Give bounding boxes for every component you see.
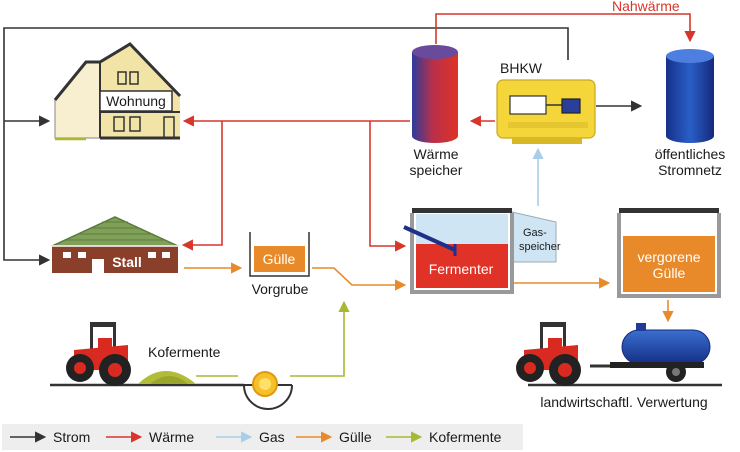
legend-label-gas: Gas — [259, 429, 285, 445]
legend-gas: Gas — [216, 429, 285, 445]
legend: Strom Wärme Gas Gülle Kofermente — [2, 424, 523, 450]
legend-label-strom: Strom — [53, 429, 90, 445]
wohnung-label: Wohnung — [106, 93, 166, 109]
legend-label-waerme: Wärme — [149, 429, 194, 445]
bhkw-unit: BHKW — [496, 60, 596, 144]
stall-label: Stall — [112, 254, 142, 270]
kofermente-label: Kofermente — [148, 344, 221, 360]
vergorene-guelle-label: Gülle — [653, 265, 686, 281]
bhkw-label: BHKW — [500, 60, 543, 76]
strom-lines — [3, 27, 643, 266]
gasspeicher-label: speicher — [519, 241, 561, 253]
mixer — [243, 371, 293, 410]
speicher-label: speicher — [410, 162, 463, 178]
gas-label: Gas- — [523, 227, 547, 239]
legend-label-guelle: Gülle — [339, 429, 372, 445]
fermenter-tank: Gas- speicher Fermenter — [403, 208, 561, 294]
waermespeicher-tank: Wärme speicher — [410, 45, 463, 178]
legend-label-kofermente: Kofermente — [429, 429, 502, 445]
legend-strom: Strom — [10, 429, 90, 445]
stromnetz-tank: öffentliches Stromnetz — [655, 49, 726, 178]
vergorene-label: vergorene — [637, 249, 700, 265]
kofermente-line — [196, 300, 350, 377]
wohnung-house: Wohnung — [53, 42, 182, 141]
legend-waerme: Wärme — [106, 429, 194, 445]
vorgrube-label: Vorgrube — [252, 281, 309, 297]
tractor-right: landwirtschaftl. Verwertung — [516, 322, 722, 410]
waerme-lines — [181, 13, 696, 252]
stromnetz-label: Stromnetz — [658, 162, 722, 178]
guelle-lines — [184, 262, 674, 323]
verwertung-label: landwirtschaftl. Verwertung — [540, 394, 707, 410]
fermenter-label: Fermenter — [429, 261, 494, 277]
oeffentliches-label: öffentliches — [655, 146, 726, 162]
legend-guelle: Gülle — [296, 429, 372, 445]
vergorene-guelle-tank: vergorene Gülle — [617, 208, 721, 298]
legend-kofermente: Kofermente — [386, 429, 502, 445]
vorgrube-tank: Gülle Vorgrube — [249, 232, 310, 297]
tractor-left: Kofermente — [50, 322, 244, 387]
nahwaerme-label: Nahwärme — [612, 0, 680, 14]
guelle-label: Gülle — [263, 251, 296, 267]
waerme-label: Wärme — [413, 146, 458, 162]
stall-barn: Stall — [51, 216, 179, 273]
